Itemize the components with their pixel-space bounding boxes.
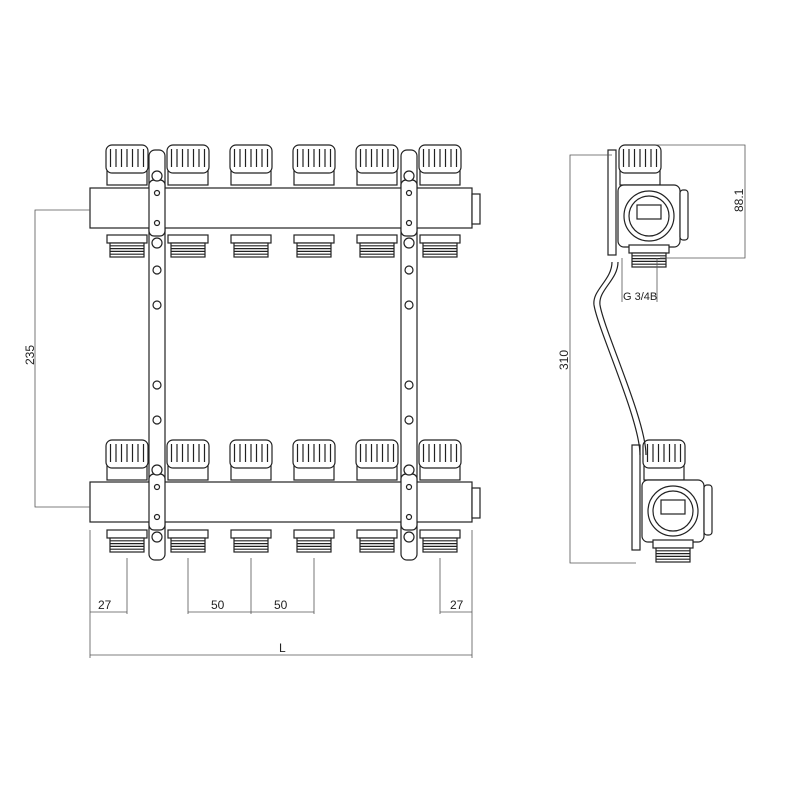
screw-icon [153,513,161,521]
screw-icon [151,237,163,249]
bracket-hole [404,265,414,275]
screw-icon [405,483,413,491]
bracket-clamp [148,179,166,237]
thread [170,537,206,553]
dim-thread: G 3/4B [623,291,657,303]
mount-plate [631,444,641,551]
screw-icon [405,513,413,521]
dim-27-left: 27 [98,598,112,612]
thread [631,252,667,268]
thread [296,242,332,258]
thread [655,547,691,563]
screw-icon [403,464,415,476]
mount-plate [607,149,617,256]
screw-icon [151,464,163,476]
nut [652,539,694,549]
bracket-hole [404,380,414,390]
thread [109,242,145,258]
valve-port-inner [652,490,694,532]
nut [167,529,209,539]
thread [422,537,458,553]
bracket-hole [152,415,162,425]
end-cap [471,487,481,519]
nut [356,234,398,244]
valve-port-inner [628,195,670,237]
nut [356,529,398,539]
screw-icon [405,219,413,227]
bracket [148,149,166,561]
nut [293,234,335,244]
thread [233,537,269,553]
nut [419,234,461,244]
bracket-clamp [400,179,418,237]
screw-icon [403,531,415,543]
thread [359,537,395,553]
side-lug [703,484,713,536]
bracket [400,149,418,561]
bracket-hole [152,300,162,310]
bracket-hole [152,265,162,275]
screw-icon [405,189,413,197]
bracket-curve [593,261,641,456]
screw-icon [151,170,163,182]
bracket-hole [404,300,414,310]
front-view [89,144,481,561]
screw-icon [403,170,415,182]
screw-icon [153,483,161,491]
dim-27-right: 27 [450,598,464,612]
nut [167,234,209,244]
thread [170,242,206,258]
screw-icon [151,531,163,543]
thread [422,242,458,258]
screw-icon [153,219,161,227]
nut [106,529,148,539]
nut [628,244,670,254]
dim-L: L [279,641,286,655]
bracket-hole [152,380,162,390]
valve-stem [636,204,662,220]
nut [230,529,272,539]
nut [419,529,461,539]
screw-icon [403,237,415,249]
bracket-curve [599,261,647,456]
nut [106,234,148,244]
dim-50-b: 50 [274,598,288,612]
thread [233,242,269,258]
side-view [593,144,713,563]
nut [293,529,335,539]
dimension-lines [34,144,746,658]
end-cap [471,193,481,225]
bracket-clamp [148,473,166,531]
nut [230,234,272,244]
screw-icon [153,189,161,197]
valve-stem [660,499,686,515]
dim-310: 310 [557,350,571,370]
bracket-clamp [400,473,418,531]
dim-50-a: 50 [211,598,225,612]
thread [359,242,395,258]
dim-88-1: 88.1 [732,188,746,212]
side-lug [679,189,689,241]
dim-235: 235 [23,345,37,365]
thread [109,537,145,553]
thread [296,537,332,553]
bracket-hole [404,415,414,425]
